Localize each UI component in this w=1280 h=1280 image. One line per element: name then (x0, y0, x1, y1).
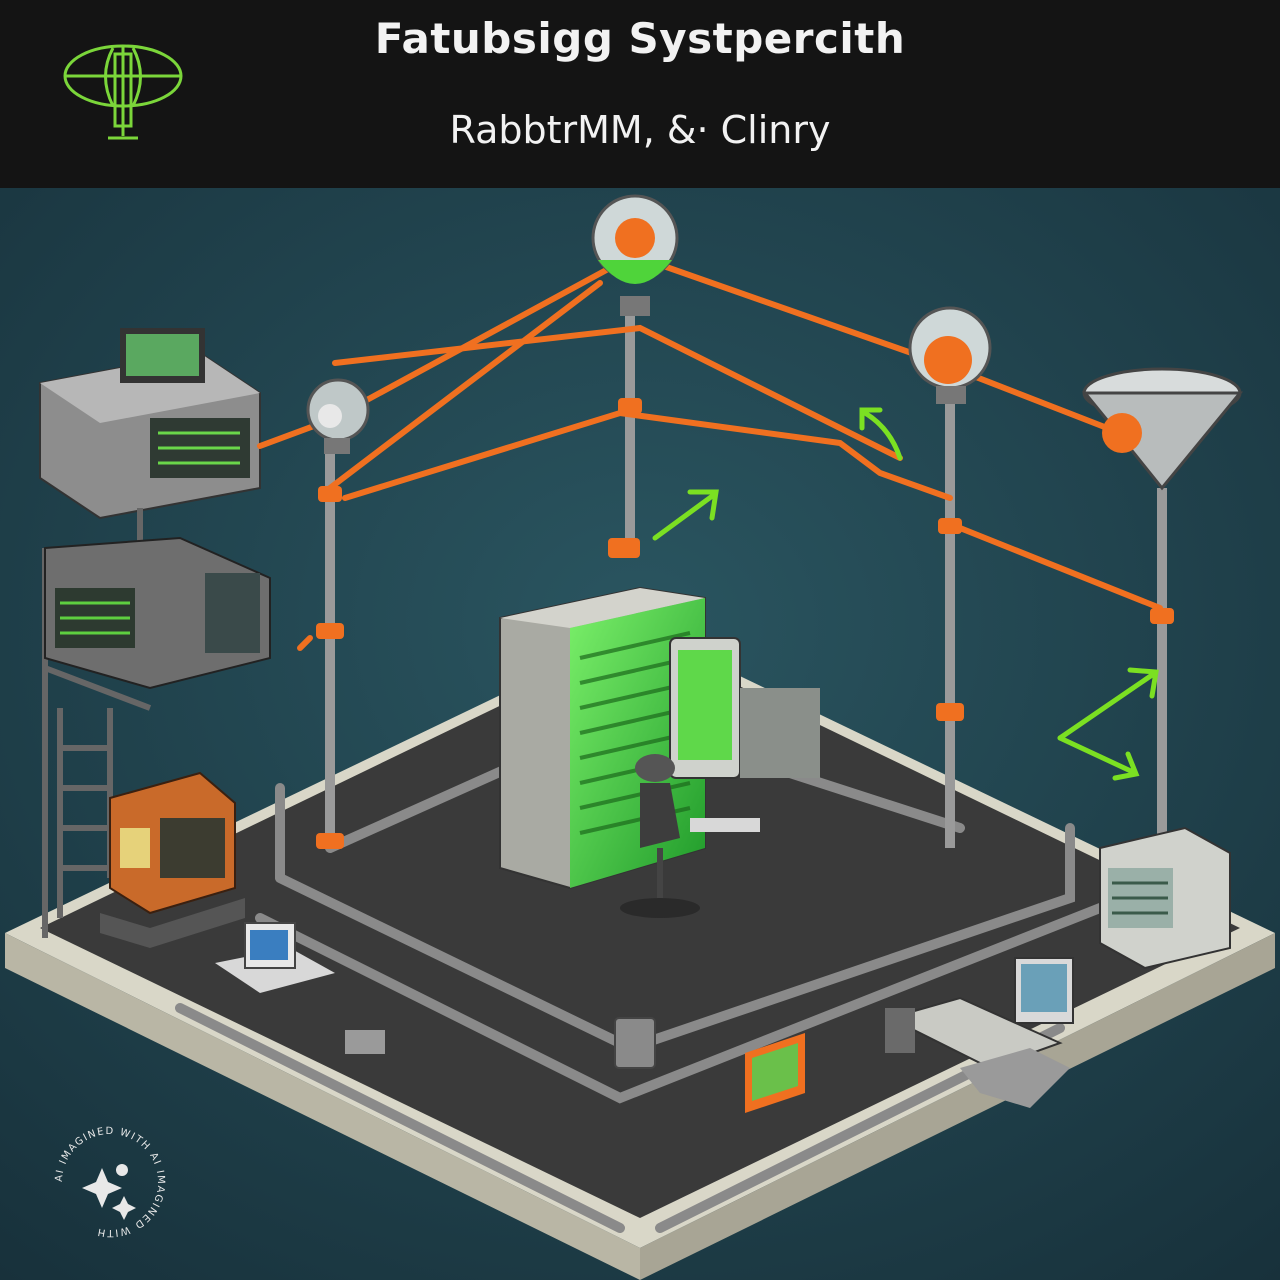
server-rack-right (1099, 826, 1231, 970)
platform (5, 628, 1275, 1280)
page-title: Fatubsigg Systpercith (374, 14, 906, 63)
svg-text:AI IMAGINED WITH AI IMAGINED W: AI IMAGINED WITH AI IMAGINED WITH (54, 1126, 166, 1238)
sparkle-icon (82, 1164, 136, 1220)
vertical-poles (325, 308, 1167, 848)
rack-unit-left (44, 536, 271, 690)
sensor-orb-top (591, 194, 679, 316)
flow-arrows (652, 407, 1159, 781)
status-panel-orange (745, 1033, 805, 1113)
junction-box (345, 1017, 656, 1069)
antenna-logo-icon (63, 44, 183, 140)
server-cabinet-left (39, 328, 261, 520)
system-diagram (0, 188, 1280, 1280)
monitor-tower (669, 637, 820, 779)
workstation-right (885, 957, 1074, 1108)
ai-watermark-badge: AI IMAGINED WITH AI IMAGINED WITH (54, 1126, 166, 1238)
pole-clamps (316, 398, 1174, 849)
terminal-cabinet-orange (100, 771, 245, 948)
sensor-orb-right (908, 306, 992, 404)
dish-receiver-right (1081, 367, 1244, 491)
page-subtitle: RabbtrMM, &· Clinry (449, 108, 831, 152)
watermark-text: AI IMAGINED WITH AI IMAGINED WITH (54, 1126, 165, 1238)
header-bar: Fatubsigg Systpercith RabbtrMM, &· Clinr… (0, 0, 1280, 188)
operator-figure (620, 754, 760, 918)
sensor-orb-left (306, 378, 370, 454)
laptop-station (215, 922, 335, 993)
